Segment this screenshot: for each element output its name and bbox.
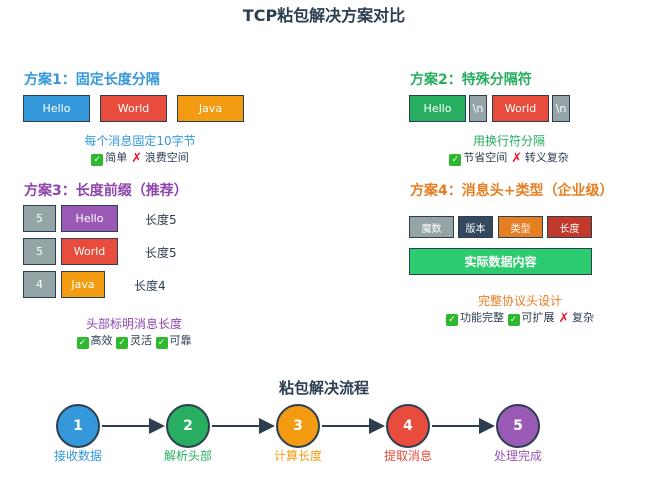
scheme3-pro-3: 可靠 (169, 334, 192, 347)
scheme3-pro-2: 灵活 (130, 334, 152, 347)
scheme4-note: 完整协议头设计 (477, 294, 562, 308)
cross-mark-icon: ✗ (558, 311, 570, 326)
scheme4-field-magic: 魔数 (409, 216, 454, 238)
flow-step-4-label: 提取消息 (383, 449, 432, 463)
scheme1-title: 方案1：固定长度分隔 (24, 72, 160, 88)
check-mark-icon: ✓ (507, 314, 520, 326)
scheme4-field-version: 版本 (458, 216, 493, 238)
check-mark-icon: ✓ (91, 154, 104, 166)
scheme3-pros: ✓高效 ✓灵活 ✓可靠 (34, 332, 234, 349)
scheme1-box-world: World (100, 95, 167, 122)
scheme3-title: 方案3：长度前缀（推荐） (24, 183, 188, 199)
scheme3-row1-label: 长度5 (145, 213, 177, 227)
scheme3-row2-len: 5 (23, 238, 56, 265)
check-mark-icon: ✓ (76, 337, 89, 349)
scheme1-box-hello: Hello (23, 95, 90, 122)
scheme2-box-world: World (492, 95, 549, 122)
scheme2-title: 方案2：特殊分隔符 (410, 72, 532, 88)
scheme2-note: 用换行符分隔 (472, 134, 545, 148)
scheme1-pros: 简单 (105, 151, 128, 164)
cross-mark-icon: ✗ (131, 151, 143, 166)
scheme4-content-box: 实际数据内容 (409, 248, 592, 275)
scheme4-pro-1: 功能完整 (460, 311, 504, 324)
scheme2-cons: 转义复杂 (524, 151, 569, 164)
scheme1-note: 每个消息固定10字节 (84, 134, 196, 148)
flow-step-5-label: 处理完成 (493, 449, 542, 463)
flow-title: 粘包解决流程 (278, 379, 369, 397)
scheme3-row3-len: 4 (23, 271, 56, 298)
scheme2-box-hello: Hello (409, 95, 466, 122)
scheme2-pros: 节省空间 (463, 151, 508, 164)
scheme4-field-length: 长度 (547, 216, 592, 238)
page-title: TCP粘包解决方案对比 (242, 6, 406, 25)
cross-mark-icon: ✗ (511, 151, 523, 166)
scheme3-row2-label: 长度5 (145, 246, 177, 260)
flow-step-3-label: 计算长度 (273, 449, 322, 463)
scheme3-row2-msg: World (61, 238, 118, 265)
scheme3-note: 头部标明消息长度 (85, 317, 182, 331)
check-mark-icon: ✓ (446, 314, 458, 326)
scheme2-proscons: ✓节省空间 ✗转义复杂 (409, 149, 609, 166)
scheme4-title: 方案4：消息头+类型（企业级） (410, 183, 614, 199)
scheme3-row3-msg: Java (61, 271, 105, 298)
scheme3-pro-1: 高效 (90, 334, 113, 347)
scheme1-cons: 浪费空间 (144, 151, 189, 164)
flow-arrows (102, 418, 495, 434)
scheme4-field-type: 类型 (498, 216, 543, 238)
flow-step-4-circle: 4 (386, 404, 430, 448)
scheme1-proscons: ✓简单 ✗浪费空间 (40, 149, 240, 166)
scheme2-box-newline-1: \n (469, 95, 487, 122)
flow-step-2-circle: 2 (166, 404, 210, 448)
check-mark-icon: ✓ (155, 337, 168, 349)
flow-step-1-label: 接收数据 (53, 449, 102, 463)
flow-step-2-label: 解析头部 (163, 449, 212, 463)
scheme2-box-newline-2: \n (552, 95, 570, 122)
check-mark-icon: ✓ (449, 154, 462, 166)
flow-step-5-circle: 5 (496, 404, 540, 448)
flow-step-3-circle: 3 (276, 404, 320, 448)
scheme4-cons: 复杂 (572, 311, 594, 324)
scheme4-pro-2: 可扩展 (521, 311, 555, 324)
scheme4-proscons: ✓功能完整 ✓可扩展 ✗复杂 (420, 309, 620, 326)
flow-step-1-circle: 1 (56, 404, 100, 448)
scheme1-box-java: Java (177, 95, 244, 122)
scheme3-row1-len: 5 (23, 205, 56, 232)
scheme3-row1-msg: Hello (61, 205, 118, 232)
check-mark-icon: ✓ (116, 337, 128, 349)
scheme3-row3-label: 长度4 (134, 279, 166, 293)
